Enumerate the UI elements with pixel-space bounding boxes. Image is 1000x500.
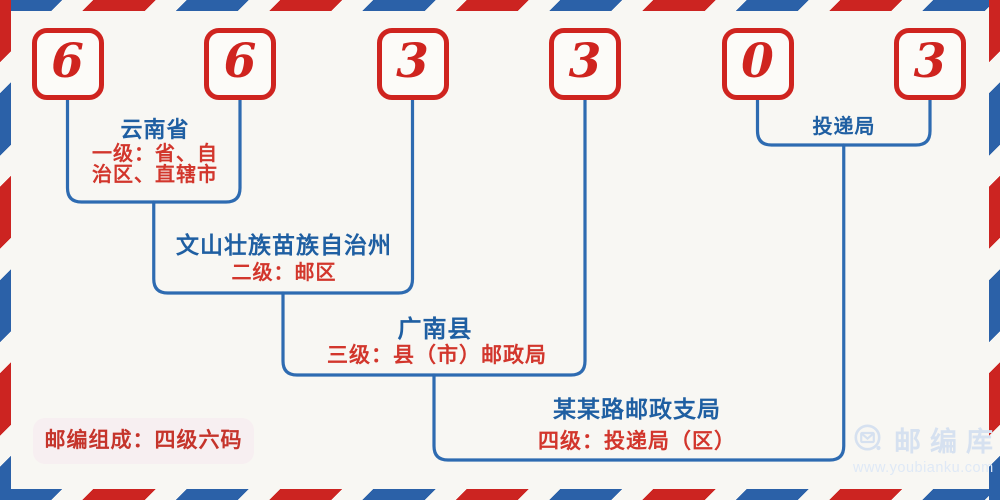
level2-label: 二级：邮区 bbox=[231, 262, 337, 284]
airmail-border-left bbox=[0, 0, 11, 500]
digit-box-4: 3 bbox=[549, 28, 621, 100]
digit-box-6: 3 bbox=[894, 28, 966, 100]
bracket-level4 bbox=[432, 143, 846, 462]
digit-box-1: 6 bbox=[31, 28, 104, 100]
airmail-border-right bbox=[989, 0, 1000, 500]
level4-place: 某某路邮政支局 bbox=[553, 396, 721, 422]
site-watermark: 邮编库 www.youbianku.com bbox=[853, 420, 1000, 476]
envelope-in-circle-icon bbox=[853, 423, 887, 457]
airmail-border-bottom bbox=[0, 489, 1000, 500]
level1-label: 一级：省、自治区、直辖市 bbox=[92, 143, 218, 186]
watermark-brand: 邮编库 bbox=[894, 427, 1000, 457]
level3-place: 广南县 bbox=[397, 316, 473, 343]
level4-label: 四级：投递局（区） bbox=[538, 430, 736, 453]
level2-place: 文山壮族苗族自治州 bbox=[176, 232, 392, 258]
level1-place: 云南省 bbox=[120, 117, 190, 142]
delivery-bureau-label: 投递局 bbox=[812, 116, 876, 138]
level3-label: 三级：县（市）邮政局 bbox=[327, 344, 547, 367]
airmail-border-top bbox=[0, 0, 1000, 11]
digit-box-2: 6 bbox=[204, 28, 276, 100]
postal-code-composition-badge: 邮编组成：四级六码 bbox=[33, 418, 254, 464]
digit-box-3: 3 bbox=[376, 28, 449, 100]
bracket-delivery bbox=[755, 98, 932, 147]
watermark-url: www.youbianku.com bbox=[853, 460, 994, 476]
digit-box-5: 0 bbox=[721, 28, 794, 100]
